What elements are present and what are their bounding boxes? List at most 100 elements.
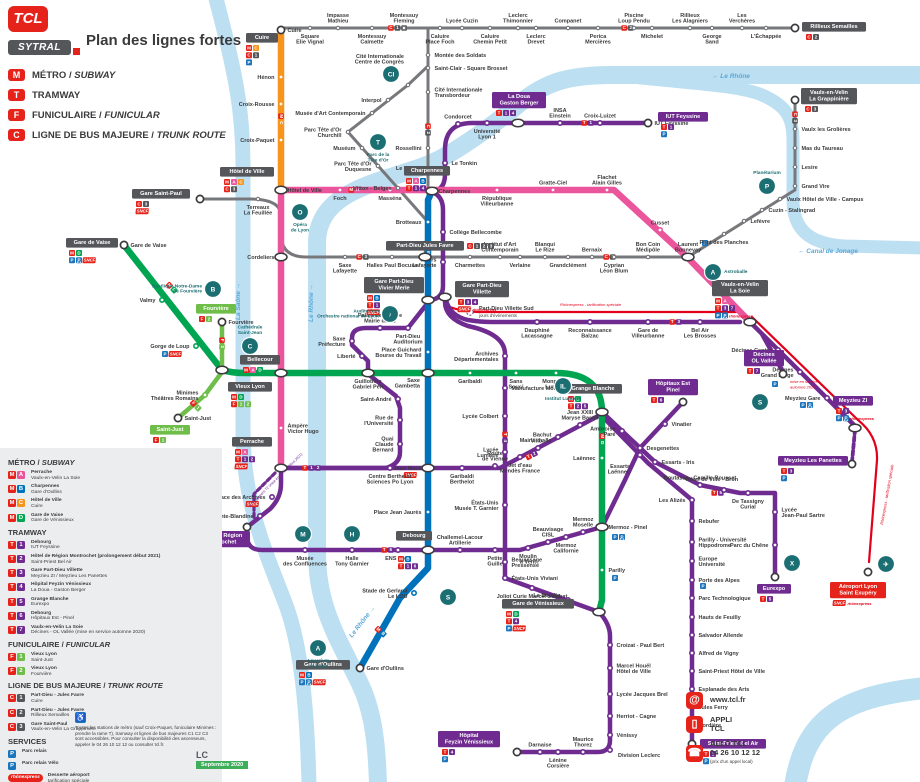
svg-text:P: P	[837, 416, 840, 421]
svg-text:Saint-Priest Bel Air: Saint-Priest Bel Air	[708, 741, 759, 747]
svg-text:1: 1	[476, 243, 479, 248]
legend-badge-icon: T	[8, 89, 25, 101]
svg-text:1: 1	[670, 124, 673, 129]
svg-text:D: D	[514, 611, 518, 616]
svg-text:Planétarium: Planétarium	[753, 170, 780, 176]
svg-text:IUT Feyssine: IUT Feyssine	[666, 114, 701, 120]
badge-M-icon: M	[8, 499, 16, 508]
svg-text:Gare de Vaise: Gare de Vaise	[74, 240, 111, 246]
svg-text:M: M	[507, 611, 511, 616]
svg-text:5: 5	[769, 596, 772, 601]
svg-text:C: C	[247, 53, 251, 58]
svg-text:C: C	[623, 25, 627, 30]
annotation: automne 2020	[790, 385, 816, 390]
station-les-aliz-s: Les Alizés	[659, 496, 695, 504]
badge-1-icon: 1	[17, 540, 25, 549]
station-place-jean-jaur-s: Place Jean Jaurès	[374, 508, 431, 516]
svg-text:Les Alizés: Les Alizés	[659, 498, 686, 504]
svg-text:C: C	[279, 121, 284, 125]
svg-text:Vénissy: Vénissy	[617, 733, 639, 739]
svg-text:A: A	[414, 178, 418, 183]
svg-text:La Borelle: La Borelle	[533, 593, 560, 599]
station-croizat-paul-bert: Croizat - Paul Bert	[606, 641, 664, 649]
station-gratte-ciel: Gratte-Ciel	[539, 181, 568, 194]
landmark-icon-h: H	[342, 524, 362, 544]
svg-text:T: T	[237, 457, 240, 462]
svg-text:Rillieux Semailles: Rillieux Semailles	[810, 24, 857, 30]
line-badge: C3	[792, 111, 798, 124]
station-bellecour	[274, 368, 288, 378]
svg-text:1: 1	[590, 120, 593, 125]
svg-text:Croix-Rousse: Croix-Rousse	[239, 102, 275, 108]
svg-text:Foch: Foch	[333, 196, 347, 202]
svg-text:M: M	[166, 282, 172, 288]
svg-text:B: B	[211, 286, 216, 293]
svg-text:A: A	[723, 298, 727, 303]
svg-text:Boutasse - Camille Rousset: Boutasse - Camille Rousset	[664, 476, 737, 482]
badge-f2-icon: 2	[17, 667, 25, 676]
svg-text:P: P	[77, 258, 80, 263]
line-T4a	[442, 299, 602, 615]
line-T1f	[248, 465, 284, 527]
annotation: jours d'événements	[478, 313, 518, 318]
station-cordeliers: Cordeliers	[247, 252, 288, 262]
svg-text:Interpol: Interpol	[361, 98, 382, 104]
svg-text:Part-Dieu Jules Favre: Part-Dieu Jules Favre	[396, 243, 453, 249]
svg-text:Bellecour: Bellecour	[247, 357, 273, 363]
svg-text:D: D	[258, 367, 262, 372]
svg-text:T: T	[376, 139, 380, 146]
svg-text:C: C	[225, 187, 229, 192]
svg-text:Gare d'Oullins: Gare d'Oullins	[367, 666, 404, 672]
station-lyc-e-jacques-brel: Lycée Jacques Brel	[606, 690, 668, 698]
svg-text:1: 1	[244, 457, 247, 462]
badge-P-icon: P	[8, 750, 16, 758]
svg-text:T: T	[783, 468, 786, 473]
svg-text:5: 5	[720, 490, 723, 495]
svg-text:C: C	[137, 201, 141, 206]
legend-badge-icon: M	[8, 69, 25, 81]
svg-text:Fourvière: Fourvière	[229, 320, 254, 326]
station-gare-de-v-nissieux	[592, 607, 606, 617]
svg-text:Collège Bellecombe: Collège Bellecombe	[450, 230, 502, 236]
station-grand-vire: Grand Vire	[792, 183, 830, 190]
station-division-leclerc: Division Leclerc	[606, 746, 660, 759]
svg-text:1: 1	[196, 405, 202, 411]
svg-text:Place Jean Jaurès: Place Jean Jaurès	[374, 510, 422, 516]
station-rossellini: Rossellini	[396, 145, 431, 152]
station-parc-du-ch-ne: Parc du Chêne	[730, 541, 778, 549]
line-T2b	[599, 413, 695, 747]
svg-text:Gare Saint-Paul: Gare Saint-Paul	[140, 191, 182, 197]
badge-A-icon: A	[17, 471, 25, 479]
svg-text:6: 6	[660, 397, 663, 402]
station-vinatier: Vinatier	[661, 420, 692, 428]
svg-text:M: M	[236, 449, 240, 454]
station-meyzieu-zi	[848, 423, 862, 433]
